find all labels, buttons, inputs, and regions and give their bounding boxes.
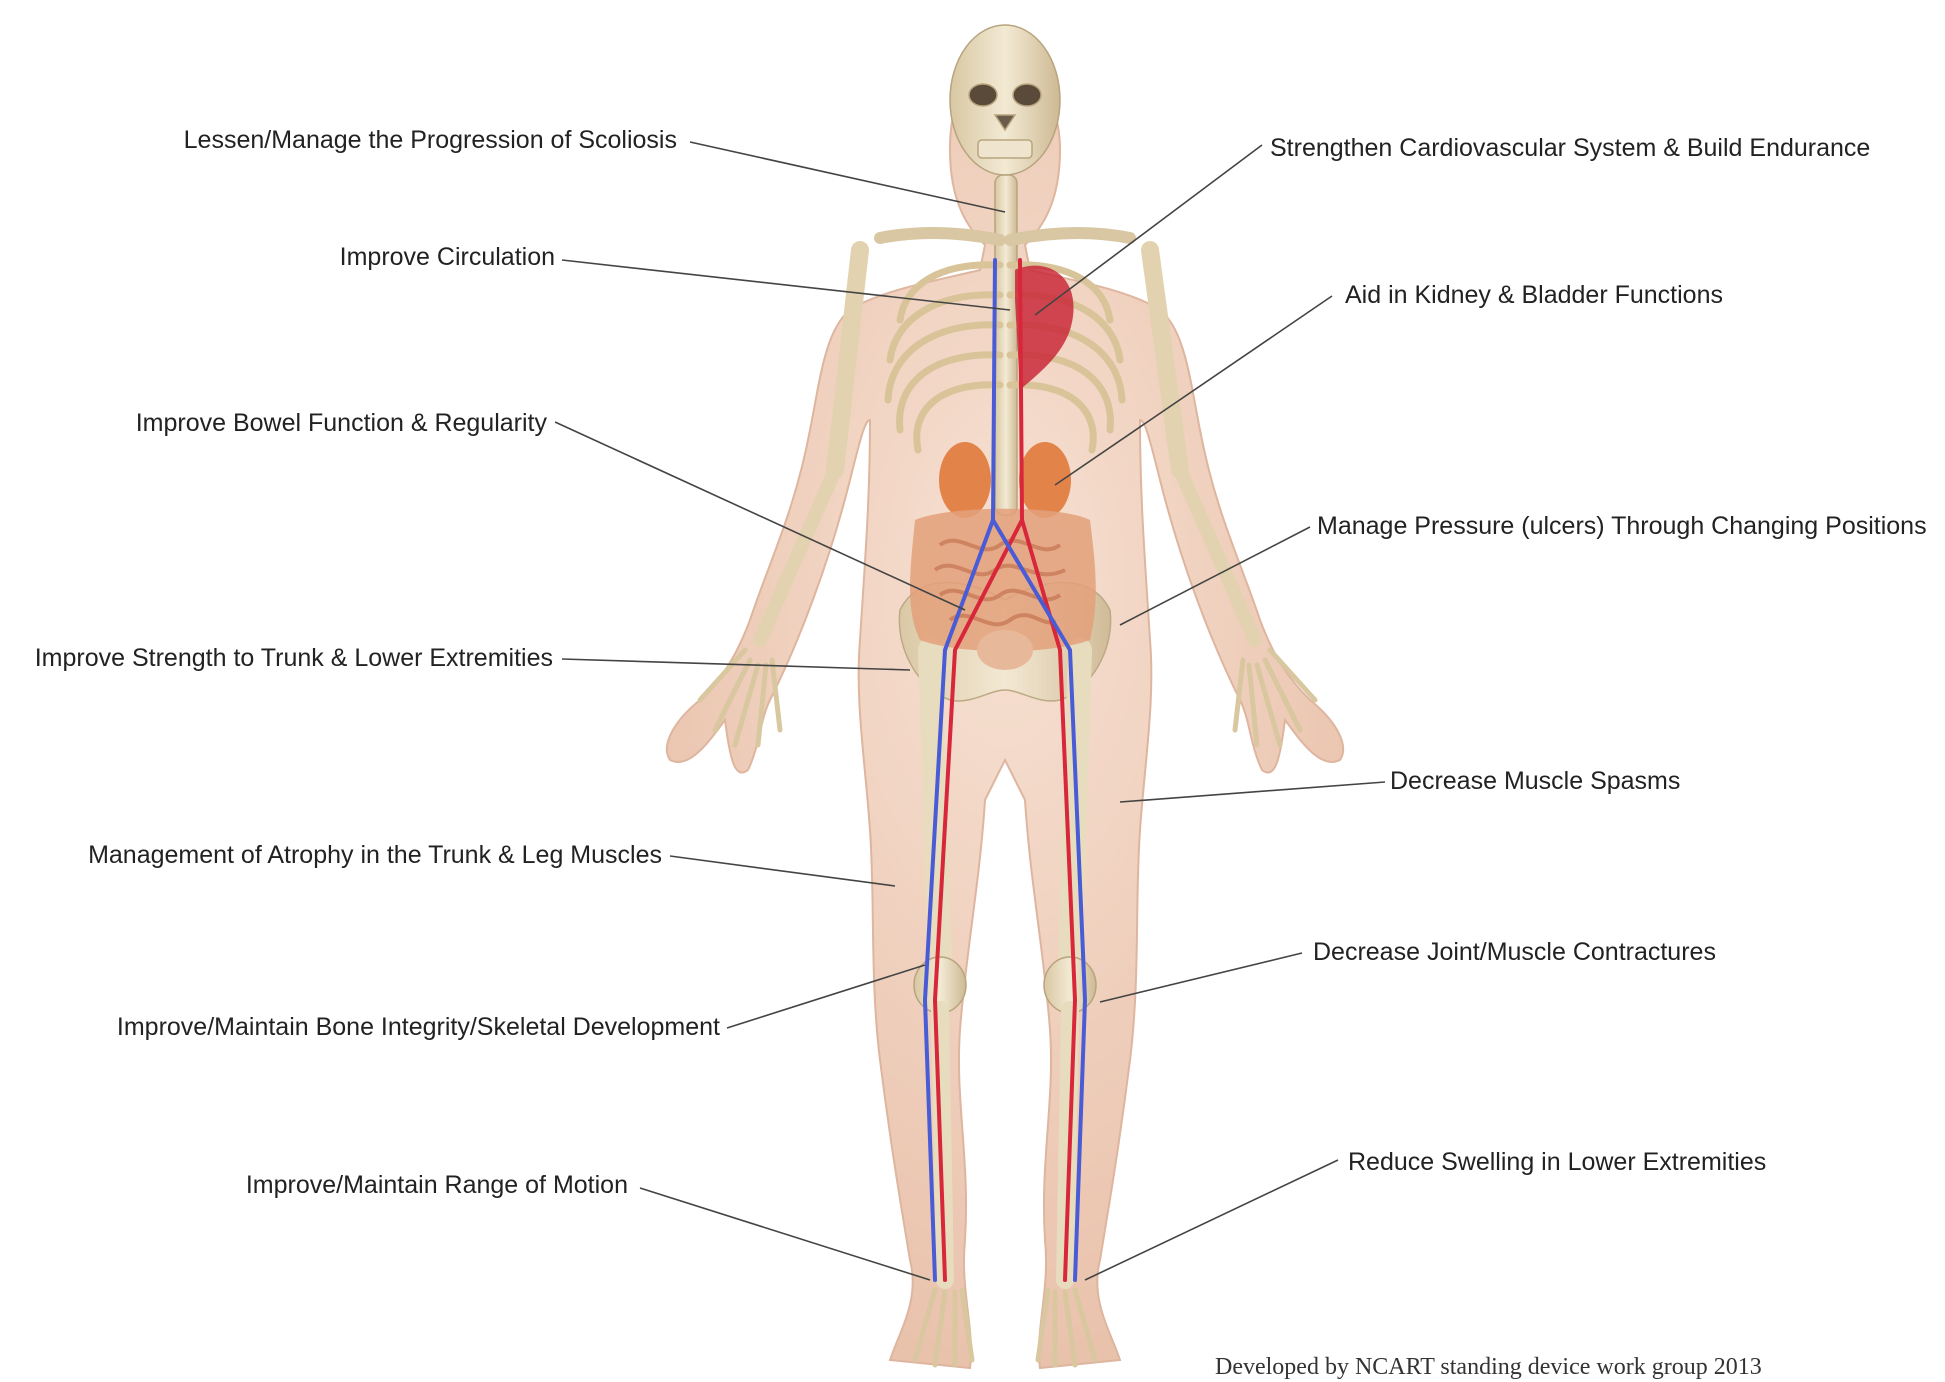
leader-spasms (1120, 782, 1385, 802)
large-intestine (910, 509, 1096, 652)
label-scoliosis: Lessen/Manage the Progression of Scolios… (184, 125, 677, 155)
label-swelling: Reduce Swelling in Lower Extremities (1348, 1147, 1766, 1177)
spine (995, 175, 1017, 515)
label-bone: Improve/Maintain Bone Integrity/Skeletal… (117, 1012, 720, 1042)
label-spasms: Decrease Muscle Spasms (1390, 766, 1680, 796)
bladder (977, 630, 1033, 670)
left-kidney (939, 442, 991, 518)
label-circulation: Improve Circulation (340, 242, 555, 272)
leader-swelling (1085, 1160, 1338, 1280)
label-pressure: Manage Pressure (ulcers) Through Changin… (1317, 511, 1927, 541)
label-kidney: Aid in Kidney & Bladder Functions (1345, 280, 1723, 310)
credit-text: Developed by NCART standing device work … (1215, 1352, 1762, 1382)
label-strength: Improve Strength to Trunk & Lower Extrem… (35, 643, 553, 673)
label-rom: Improve/Maintain Range of Motion (246, 1170, 628, 1200)
leader-atrophy (670, 856, 895, 886)
leader-rom (640, 1188, 930, 1280)
label-contractures: Decrease Joint/Muscle Contractures (1313, 937, 1716, 967)
label-bowel: Improve Bowel Function & Regularity (136, 408, 547, 438)
label-cardio: Strengthen Cardiovascular System & Build… (1270, 133, 1870, 163)
label-atrophy: Management of Atrophy in the Trunk & Leg… (88, 840, 662, 870)
